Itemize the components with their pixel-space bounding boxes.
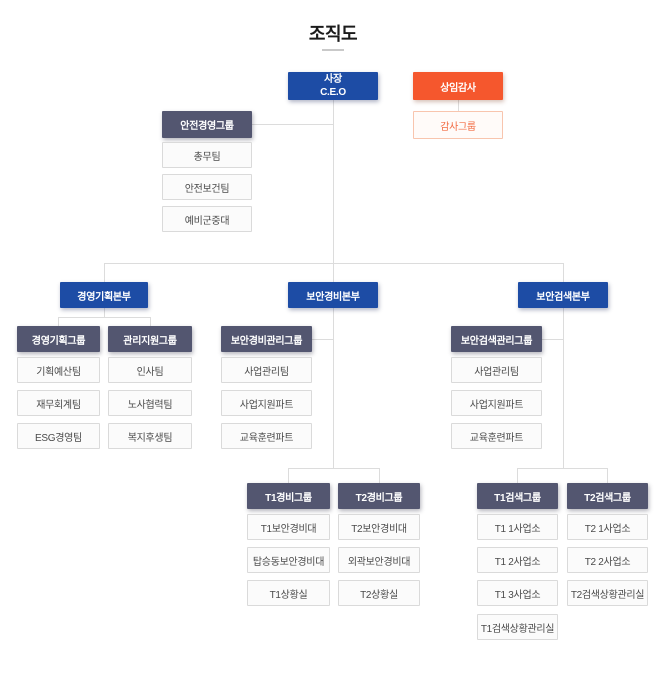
division-0-group-1-team-0: 인사팀 xyxy=(108,357,192,383)
audit-group-box: 감사그룹 xyxy=(413,111,503,139)
division-1-group-0-team-2: 교육훈련파트 xyxy=(221,423,312,449)
division-1-group-1-team-0: T1보안경비대 xyxy=(247,514,330,540)
division-1-group-0-team-1: 사업지원파트 xyxy=(221,390,312,416)
division-2-group-2-team-1: T2 2사업소 xyxy=(567,547,648,573)
division-0-group-0-team-1: 재무회계팀 xyxy=(17,390,100,416)
division-2-group-0-team-1: 사업지원파트 xyxy=(451,390,542,416)
division-0-group-0-team-0: 기획예산팀 xyxy=(17,357,100,383)
title-divider xyxy=(322,49,344,51)
division-1-group-1-team-2: T1상황실 xyxy=(247,580,330,606)
division-2-group-1-team-2: T1 3사업소 xyxy=(477,580,558,606)
connector-line xyxy=(58,317,59,326)
safety-team-1: 안전보건팀 xyxy=(162,174,252,200)
ceo-subtitle-line: C.E.O xyxy=(320,87,346,98)
division-1-group-2-box: T2경비그룹 xyxy=(338,483,420,509)
division-2-group-1-team-0: T1 1사업소 xyxy=(477,514,558,540)
division-1-group-2-team-0: T2보안경비대 xyxy=(338,514,420,540)
division-2-group-0-team-2: 교육훈련파트 xyxy=(451,423,542,449)
connector-line xyxy=(379,468,380,483)
division-0-group-0-box: 경영기획그룹 xyxy=(17,326,100,352)
division-1-box: 보안경비본부 xyxy=(288,282,378,308)
division-0-group-1-team-1: 노사협력팀 xyxy=(108,390,192,416)
connector-line xyxy=(563,263,564,282)
division-1-group-2-team-1: 외곽보안경비대 xyxy=(338,547,420,573)
connector-line xyxy=(607,468,608,483)
division-2-group-1-box: T1검색그룹 xyxy=(477,483,558,509)
connector-line xyxy=(288,468,289,483)
division-2-group-2-box: T2검색그룹 xyxy=(567,483,648,509)
safety-team-0: 총무팀 xyxy=(162,142,252,168)
division-1-group-1-box: T1경비그룹 xyxy=(247,483,330,509)
connector-line xyxy=(517,468,607,469)
page-title: 조직도 xyxy=(308,24,358,44)
ceo-label: 사장 C.E.O xyxy=(320,73,346,99)
connector-line xyxy=(58,317,150,318)
connector-line xyxy=(252,124,333,125)
division-0-box: 경영기획본부 xyxy=(60,282,148,308)
connector-line xyxy=(312,339,333,340)
connector-line xyxy=(517,468,518,483)
connector-line xyxy=(563,308,564,468)
connector-line xyxy=(333,100,334,282)
division-1-group-0-team-0: 사업관리팀 xyxy=(221,357,312,383)
division-1-group-0-box: 보안경비관리그룹 xyxy=(221,326,312,352)
connector-line xyxy=(288,468,379,469)
connector-line xyxy=(542,339,563,340)
division-0-group-1-box: 관리지원그룹 xyxy=(108,326,192,352)
connector-line xyxy=(104,263,563,264)
division-2-group-0-box: 보안검색관리그룹 xyxy=(451,326,542,352)
division-2-group-1-team-1: T1 2사업소 xyxy=(477,547,558,573)
ceo-title-line: 사장 xyxy=(324,74,342,85)
division-1-group-2-team-2: T2상황실 xyxy=(338,580,420,606)
ceo-box: 사장 C.E.O xyxy=(288,72,378,100)
connector-line xyxy=(150,317,151,326)
division-2-group-1-team-3: T1검색상황관리실 xyxy=(477,614,558,640)
division-2-group-2-team-0: T2 1사업소 xyxy=(567,514,648,540)
division-1-group-1-team-1: 탑승동보안경비대 xyxy=(247,547,330,573)
connector-line xyxy=(104,263,105,282)
division-2-group-2-team-2: T2검색상황관리실 xyxy=(567,580,648,606)
connector-line xyxy=(333,308,334,468)
connector-line xyxy=(104,308,105,317)
division-2-group-0-team-0: 사업관리팀 xyxy=(451,357,542,383)
division-0-group-1-team-2: 복지후생팀 xyxy=(108,423,192,449)
division-0-group-0-team-2: ESG경영팀 xyxy=(17,423,100,449)
auditor-box: 상임감사 xyxy=(413,72,503,100)
division-2-box: 보안검색본부 xyxy=(518,282,608,308)
safety-group-box: 안전경영그룹 xyxy=(162,111,252,138)
safety-team-2: 예비군중대 xyxy=(162,206,252,232)
connector-line xyxy=(458,100,459,111)
